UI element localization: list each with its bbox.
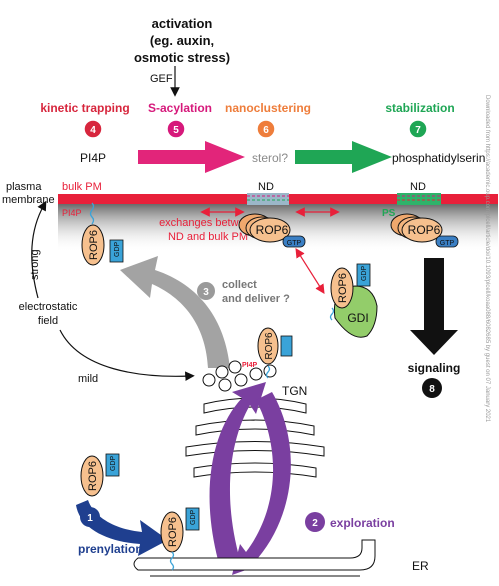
svg-text:ROP6: ROP6 [337,273,349,303]
prenyl-anchor-bulk [89,202,95,225]
stage-7-badge [408,119,428,139]
step-3-number: 3 [203,287,209,298]
collect-label: collect [222,279,257,291]
svg-text:ROP6: ROP6 [256,223,289,237]
stage-kinetic-trapping-label: kinetic trapping [40,101,129,115]
stage-7-number: 7 [415,125,421,136]
rop6-cluster-nd-right: ROP6 GTP [390,213,459,248]
svg-text:ROP6: ROP6 [87,461,99,491]
strong-label: strong [29,249,41,280]
svg-text:ROP6: ROP6 [88,230,100,260]
pi4p-label: PI4P [80,151,106,165]
step-1-badge [80,507,100,527]
stage-6-badge [256,119,276,139]
mild-label: mild [78,373,98,385]
stage-5-number: 5 [173,125,179,136]
step-2-number: 2 [312,518,318,529]
stage-4-badge [83,119,103,139]
deliver-label: and deliver ? [222,293,290,305]
step-8-badge [422,378,442,398]
svg-text:GDP: GDP [114,242,121,258]
svg-text:ROP6: ROP6 [167,517,179,547]
activation-example-line2: osmotic stress) [134,50,230,65]
rop6-gdi-complex: GDI ROP6 GDP [329,263,378,338]
strong-field-arrow [31,200,47,299]
step-3-badge [197,282,215,300]
rop6-gdp-cytosolic: ROP6 [80,455,104,497]
tgn-label: TGN [282,384,307,398]
mild-field-arrow [59,329,195,381]
pi4p-membrane-tag: PI4P [62,208,82,218]
stage-stabilization-label: stabilization [385,101,454,115]
step-2-badge [305,512,325,532]
exploration-arrow-up [209,382,266,560]
gef-label: GEF [150,73,173,85]
svg-text:GTP: GTP [287,240,302,247]
nd-label-left: ND [258,181,274,193]
nanodomain-left [247,193,289,205]
nd-label-right: ND [410,181,426,193]
plasma-membrane-label-2: membrane [2,194,55,206]
exploration-arrow-down [232,392,291,575]
electrostatic-field-label-2: field [38,315,58,327]
step-1-number: 1 [87,513,93,524]
prenyl-anchor-tgn [265,365,271,379]
gdp-box-cytosolic [105,453,120,477]
rop6-gdp-er: ROP6 [160,511,184,553]
svg-text:GDI: GDI [347,311,368,325]
stage-s-acylation-label: S-acylation [148,101,212,115]
rop6-gdp-bulk-pm: ROP6 [81,224,105,266]
download-watermark: Downloaded from https://academic.oup.com… [484,95,490,423]
gdp-box-er [185,507,200,531]
svg-text:GDP: GDP [110,456,117,472]
rop6-cluster-nd-left: ROP6 GTP [238,213,306,248]
activation-example-line1: (eg. auxin, [150,33,214,48]
bulk-pm-label: bulk PM [62,181,102,193]
exchanges-label-line1: exchanges between [159,217,257,229]
gdi-exchange-arrow [295,247,325,295]
gdp-box-bulk: GDP [109,239,124,263]
green-progression-arrow [295,141,392,173]
sterol-label: sterol? [252,151,288,165]
exchanges-label-line2: ND and bulk PM [168,231,248,243]
stage-5-badge [166,119,186,139]
rop6-gdp-tgn: ROP6 [257,327,279,365]
gdp-box-tgn [280,335,293,357]
svg-text:ROP6: ROP6 [264,332,275,360]
step-8-number: 8 [429,384,435,395]
magenta-progression-arrow [138,141,245,173]
signaling-label: signaling [408,361,461,375]
collect-deliver-arrow [120,256,230,368]
electrostatic-field-label-1: electrostatic [19,301,78,313]
pi4p-small-tag: PI4P [242,362,258,369]
ps-membrane-tag: PS [382,208,396,219]
stage-nanoclustering-label: nanoclustering [225,101,311,115]
phosphatidylserine-label: phosphatidylserin [392,151,485,165]
er-membrane [133,539,376,571]
svg-text:ROP6: ROP6 [408,223,441,237]
plasma-membrane-label-1: plasma [6,181,42,193]
prenylation-arrow [76,500,168,556]
exploration-label: exploration [330,516,395,530]
prenyl-anchor-er [169,551,175,571]
tgn-vesicles [202,360,277,392]
svg-text:GTP: GTP [440,240,455,247]
prenylation-label: prenylation [78,542,143,556]
activation-title: activation [152,16,213,31]
svg-text:GDP: GDP [190,510,197,526]
signaling-arrow [410,258,458,355]
stage-6-number: 6 [263,125,269,136]
stage-4-number: 4 [90,125,96,136]
er-label: ER [412,559,429,573]
svg-text:GDP: GDP [361,266,368,282]
nanodomain-right [397,193,441,205]
